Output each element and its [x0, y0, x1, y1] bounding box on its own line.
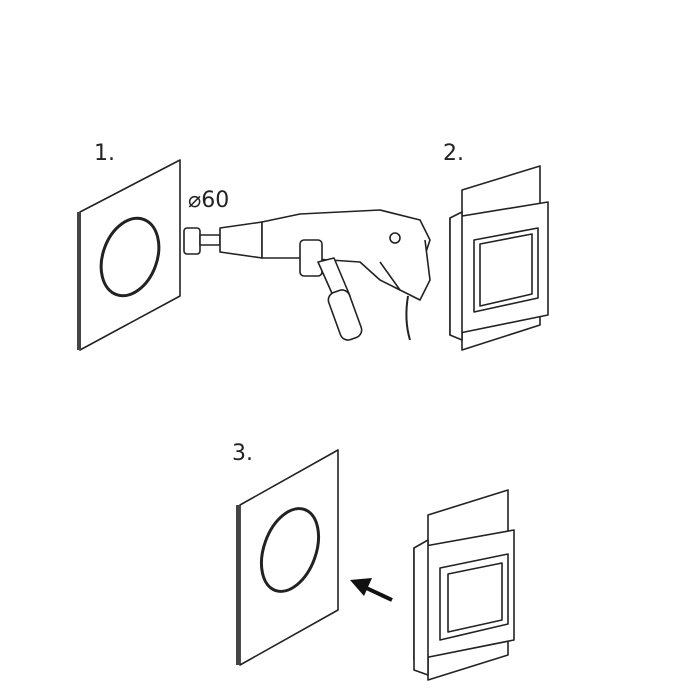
- step-3-label: 3.: [232, 441, 253, 466]
- step-1: 1. ⌀60 2.: [77, 141, 464, 351]
- drill-icon: [183, 209, 431, 341]
- step-2-box: [449, 165, 549, 351]
- box-insert: [413, 489, 515, 681]
- step-3: 3.: [232, 441, 515, 681]
- wall-panel-with-hole: [236, 449, 339, 666]
- step-2-label: 2.: [443, 141, 464, 166]
- hole-diameter-label: ⌀60: [188, 188, 229, 213]
- wall-panel-with-hole: [77, 159, 181, 351]
- step-1-label: 1.: [94, 141, 115, 166]
- arrow-icon: [350, 578, 393, 602]
